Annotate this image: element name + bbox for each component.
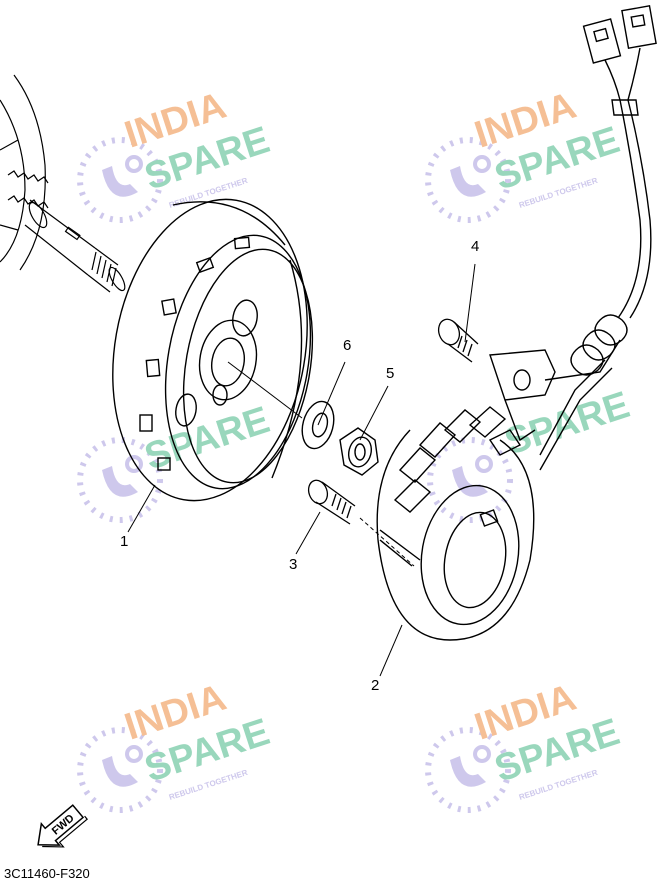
watermark-bottom-left: INDIA SPARE REBUILD TOGETHER: [80, 677, 275, 810]
leader-lines: [127, 263, 476, 677]
watermark-spare: SPARE: [140, 399, 275, 479]
watermark-spare: SPARE: [500, 384, 635, 464]
watermark-middle-left: SPARE: [80, 399, 275, 520]
watermark-top-right: INDIA SPARE REBUILD TOGETHER: [428, 85, 625, 220]
callout-5: 5: [386, 365, 394, 382]
watermark-bottom-right: INDIA SPARE REBUILD TOGETHER: [428, 677, 625, 810]
callout-1: 1: [120, 533, 128, 550]
stator: [376, 5, 657, 641]
callout-2: 2: [371, 677, 379, 694]
callout-3: 3: [289, 556, 297, 573]
fwd-arrow-icon: FWD: [37, 804, 89, 848]
bolt-3: [307, 479, 356, 525]
watermark-top-left: INDIA SPARE REBUILD TOGETHER: [80, 85, 275, 220]
bolt-4: [437, 318, 479, 363]
crankshaft-illustration: [0, 74, 126, 293]
rotor-flywheel: [112, 198, 314, 502]
callout-6: 6: [343, 337, 351, 354]
nut: [339, 427, 379, 476]
diagram-code: 3C11460-F320: [4, 866, 90, 881]
callout-4: 4: [471, 238, 479, 255]
